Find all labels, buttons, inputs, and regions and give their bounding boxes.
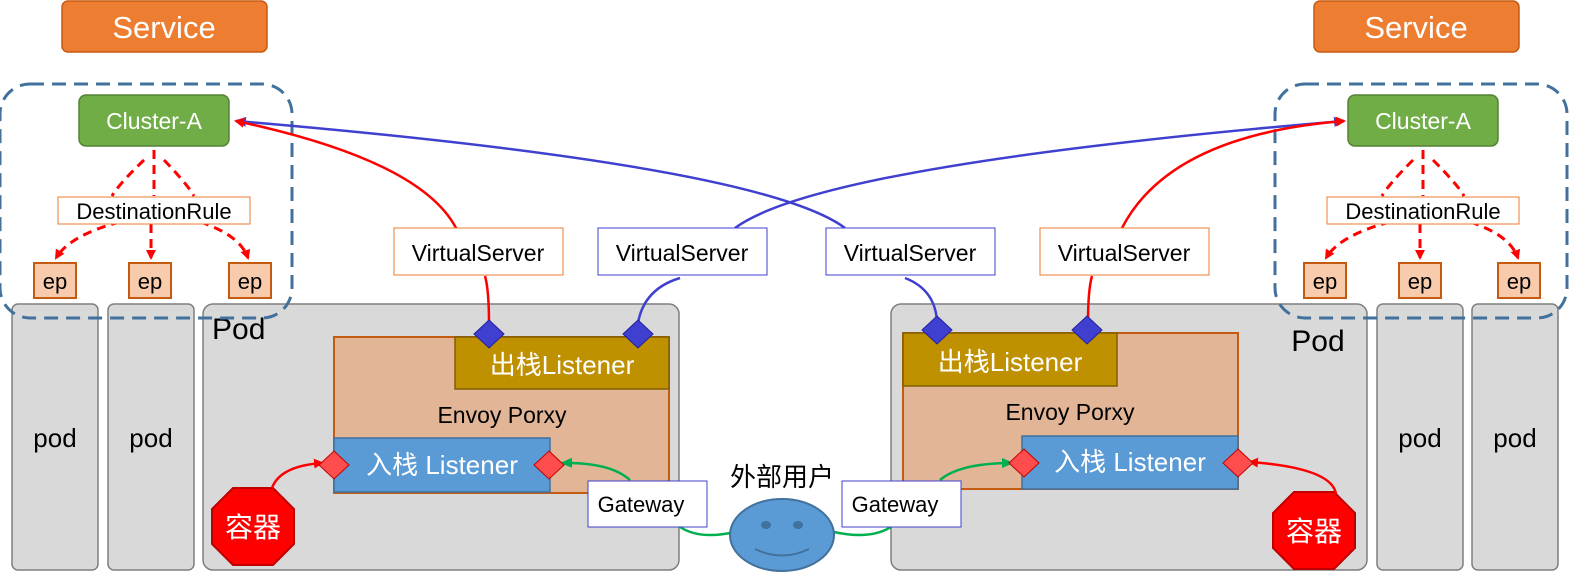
left-ep-2: ep <box>128 262 172 299</box>
left-pod-2: pod <box>107 303 195 571</box>
diamond-port-icon <box>533 450 565 480</box>
cluster-label: Cluster-A <box>1375 108 1472 134</box>
blue-route-lines <box>234 116 1346 332</box>
pod-label: pod <box>1493 423 1536 453</box>
gateway-label: Gateway <box>852 492 939 517</box>
right-ep-2: ep <box>1398 262 1442 299</box>
pod-label: pod <box>129 423 172 453</box>
smiley-face-icon <box>729 498 835 572</box>
inbound-listener-label: 入栈 Listener <box>366 450 518 480</box>
left-container: 容器 <box>211 487 295 566</box>
virtual-server-2: VirtualServer <box>597 227 768 276</box>
destination-rule-label: DestinationRule <box>1345 199 1500 224</box>
pod-label: pod <box>33 423 76 453</box>
cluster-label: Cluster-A <box>106 108 203 134</box>
envoy-label: Envoy Porxy <box>437 402 567 428</box>
left-cluster: Cluster-A <box>78 94 230 147</box>
diamond-port-icon <box>1008 448 1040 478</box>
right-ep-1: ep <box>1303 262 1347 299</box>
pod-title: Pod <box>1291 325 1344 358</box>
virtual-server-3: VirtualServer <box>825 227 996 276</box>
virtual-server-label: VirtualServer <box>412 240 545 266</box>
right-service-boundary <box>1273 82 1569 320</box>
ep-label: ep <box>1313 269 1337 294</box>
outbound-listener-label: 出栈Listener <box>938 347 1083 377</box>
diamond-port-icon <box>1222 448 1254 478</box>
diamond-port-icon <box>473 319 505 349</box>
left-service-boundary <box>0 82 294 320</box>
external-user: 外部用户 <box>729 462 835 572</box>
external-user-label: 外部用户 <box>730 462 834 492</box>
envoy-label: Envoy Porxy <box>1005 399 1135 425</box>
inbound-listener-label: 入栈 Listener <box>1054 447 1206 477</box>
container-label: 容器 <box>1286 516 1342 547</box>
diamond-port-icon <box>1071 315 1103 345</box>
ep-label: ep <box>1507 269 1531 294</box>
left-destination-rule: DestinationRule <box>57 196 251 225</box>
outbound-listener-label: 出栈Listener <box>490 350 635 380</box>
right-destination-rule: DestinationRule <box>1326 196 1520 225</box>
port-diamonds <box>318 315 1254 480</box>
ep-label: ep <box>1408 269 1432 294</box>
inbound-listener-box <box>333 437 551 493</box>
service-label: Service <box>1364 10 1467 45</box>
pod-label: pod <box>1398 423 1441 453</box>
left-service: Service <box>61 0 268 53</box>
virtual-server-label: VirtualServer <box>844 240 977 266</box>
stop-sign-icon <box>1272 491 1356 570</box>
destination-rule-label: DestinationRule <box>76 199 231 224</box>
diamond-port-icon <box>318 450 350 480</box>
left-ep-1: ep <box>33 262 77 299</box>
ep-label: ep <box>138 269 162 294</box>
right-ep-3: ep <box>1497 262 1541 299</box>
left-destination-arrows <box>54 150 251 260</box>
pod-title: Pod <box>212 313 265 346</box>
right-service: Service <box>1313 0 1520 53</box>
right-pod-2: pod <box>1471 303 1559 571</box>
container-label: 容器 <box>225 512 281 543</box>
right-gateway: Gateway <box>841 480 962 528</box>
gateway-label: Gateway <box>598 492 685 517</box>
red-route-lines <box>234 116 1346 495</box>
left-envoy-proxy: 出栈Listener Envoy Porxy 入栈 Listener <box>333 336 670 494</box>
virtual-server-label: VirtualServer <box>616 240 749 266</box>
left-pod-1: pod <box>11 303 99 571</box>
virtual-server-label: VirtualServer <box>1058 240 1191 266</box>
right-cluster: Cluster-A <box>1347 94 1499 147</box>
right-pod-1: pod <box>1376 303 1464 571</box>
right-destination-arrows <box>1324 150 1521 260</box>
stop-sign-icon <box>211 487 295 566</box>
left-ep-3: ep <box>228 262 272 299</box>
virtual-server-4: VirtualServer <box>1039 227 1210 276</box>
left-gateway: Gateway <box>587 480 708 528</box>
right-envoy-proxy: 出栈Listener Envoy Porxy 入栈 Listener <box>902 332 1239 490</box>
diamond-port-icon <box>921 315 953 345</box>
right-container: 容器 <box>1272 491 1356 570</box>
virtual-server-1: VirtualServer <box>393 227 564 276</box>
ep-label: ep <box>43 269 67 294</box>
diamond-port-icon <box>622 319 654 349</box>
inbound-listener-box <box>1021 435 1239 490</box>
service-label: Service <box>112 10 215 45</box>
ep-label: ep <box>238 269 262 294</box>
